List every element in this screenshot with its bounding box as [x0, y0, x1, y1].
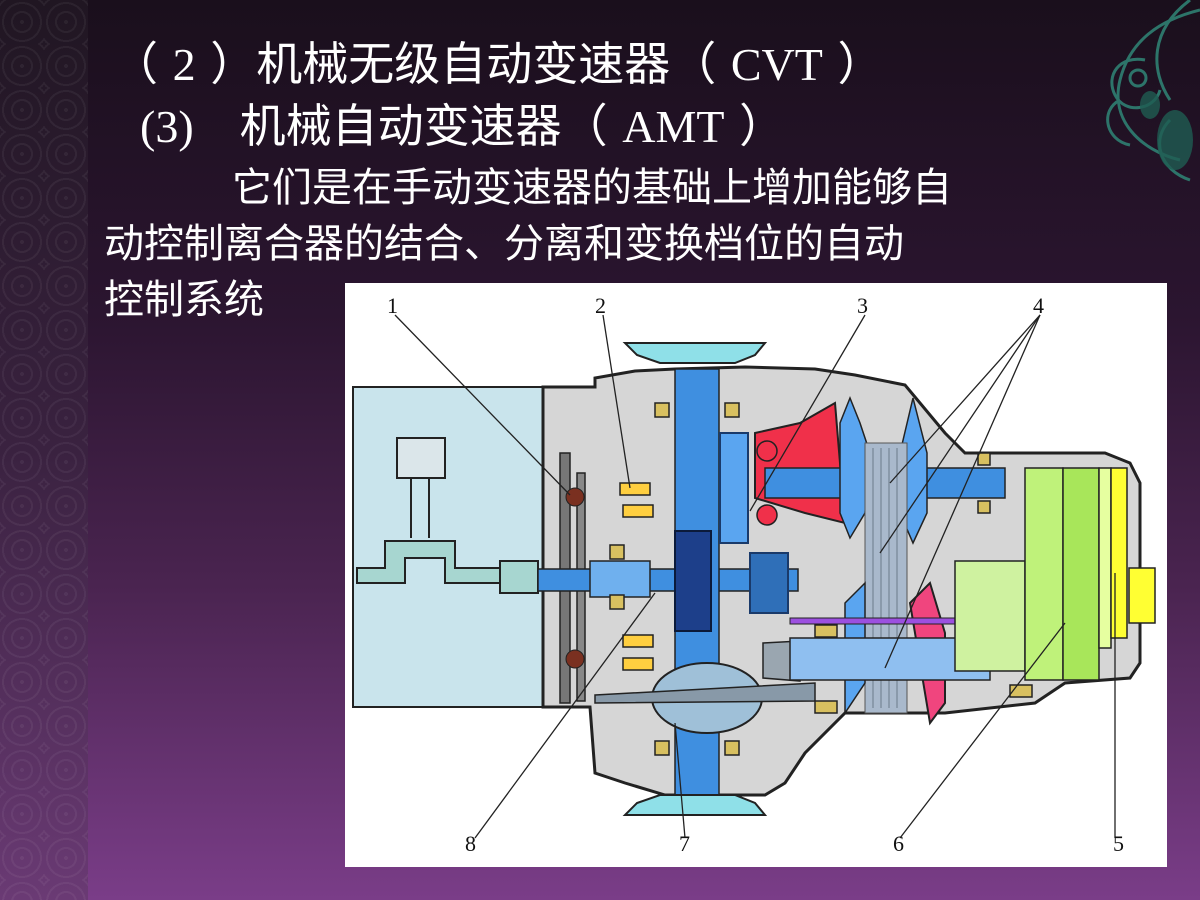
label-3: 3 [857, 293, 868, 318]
paragraph-line-1: 它们是在手动变速器的基础上增加能够自 [232, 165, 952, 211]
label-8: 8 [465, 831, 476, 856]
leader-lines [394, 314, 1116, 839]
top-mount [622, 342, 768, 364]
heading-cvt: （ 2 ）机械无级自动变速器（ CVT ） [112, 36, 884, 93]
label-1: 1 [387, 293, 398, 318]
gear-stack-lower [674, 530, 712, 632]
paragraph-line-2: 动控制离合器的结合、分离和变换档位的自动 [104, 221, 904, 267]
line1-prefix: （ [112, 37, 173, 91]
label-4: 4 [1033, 293, 1044, 318]
cvt-cutaway-diagram: 1 2 3 4 5 6 7 8 [352, 293, 1156, 856]
label-5: 5 [1113, 831, 1124, 856]
control-module [1110, 467, 1128, 639]
label-2: 2 [595, 293, 606, 318]
heading-amt: (3) 机械自动变速器（ AMT ） [140, 98, 785, 155]
line1-title: ）机械无级自动变速器（ [195, 37, 731, 91]
line2-number: (3) [140, 101, 194, 152]
decorative-side-strip [0, 0, 88, 900]
piston [396, 437, 446, 479]
oil-seals [619, 482, 654, 671]
bearings [609, 402, 1033, 756]
line1-number: 2 [172, 39, 196, 90]
butterfly-ornament-icon [1106, 0, 1200, 182]
bottom-mount [622, 794, 768, 816]
line2-title: 机械自动变速器（ [193, 99, 623, 153]
line2-suffix: ） [724, 99, 786, 153]
cvt-cutaway-figure: 1 2 3 4 5 6 7 8 [345, 283, 1167, 867]
label-7: 7 [679, 831, 690, 856]
label-6: 6 [893, 831, 904, 856]
line1-suffix: ） [822, 37, 884, 91]
line2-abbr: AMT [622, 101, 725, 152]
line1-abbr: CVT [730, 39, 823, 90]
gear-stack-upper [719, 432, 749, 544]
hydraulic-unit [954, 560, 1026, 672]
paragraph-line-3: 控制系统 [104, 277, 264, 323]
